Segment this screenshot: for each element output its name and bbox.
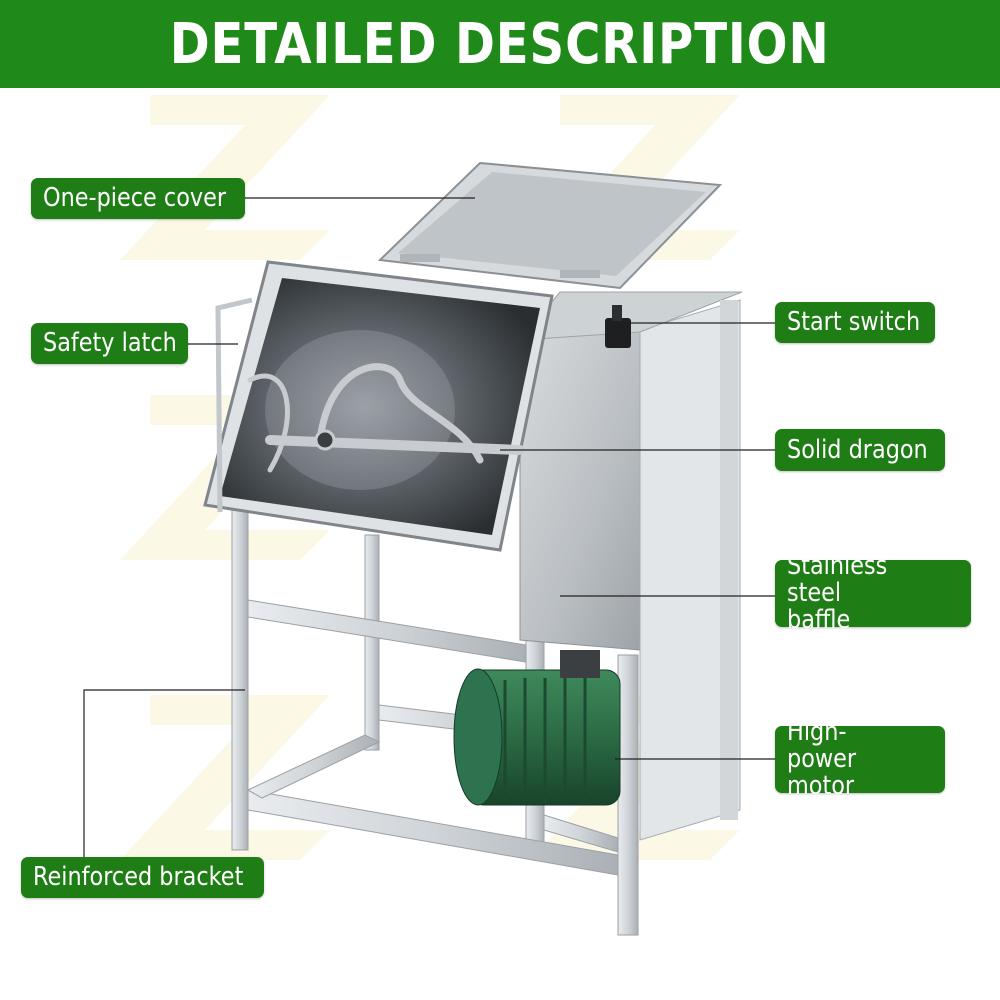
callout-leader-lines (83, 197, 775, 858)
callout-solid-dragon-text: Solid dragon (787, 434, 928, 465)
callout-start-switch: Start switch (775, 302, 935, 343)
title-banner: DETAILED DESCRIPTION (0, 0, 1000, 88)
callout-reinforced-bracket-text: Reinforced bracket (33, 862, 244, 892)
callout-one-piece-cover: One-piece cover (31, 178, 245, 219)
high-power-motor (453, 650, 621, 806)
callout-baffle-line2: baffle (787, 605, 851, 635)
callout-high-power-motor: High-power motor (775, 719, 945, 800)
callout-stainless-steel-baffle: Stainless steel baffle (775, 553, 971, 634)
start-switch (605, 305, 631, 348)
callout-safety-latch: Safety latch (31, 323, 188, 364)
callout-motor-line2: motor (787, 771, 855, 801)
callout-safety-latch-text: Safety latch (43, 328, 177, 358)
page-title: DETAILED DESCRIPTION (170, 11, 830, 77)
stainless-steel-baffle-cabinet (518, 291, 743, 841)
safety-latch (215, 297, 253, 513)
callout-baffle-line1: Stainless steel (787, 551, 888, 608)
mixing-bowl (203, 260, 554, 552)
callout-one-piece-cover-text: One-piece cover (43, 183, 227, 213)
callout-start-switch-text: Start switch (787, 307, 921, 337)
solid-dragon-hook (247, 363, 525, 473)
callout-solid-dragon: Solid dragon (775, 429, 945, 471)
one-piece-cover (377, 161, 723, 290)
callout-reinforced-bracket: Reinforced bracket (21, 857, 264, 898)
callout-motor-line1: High-power (787, 717, 857, 774)
